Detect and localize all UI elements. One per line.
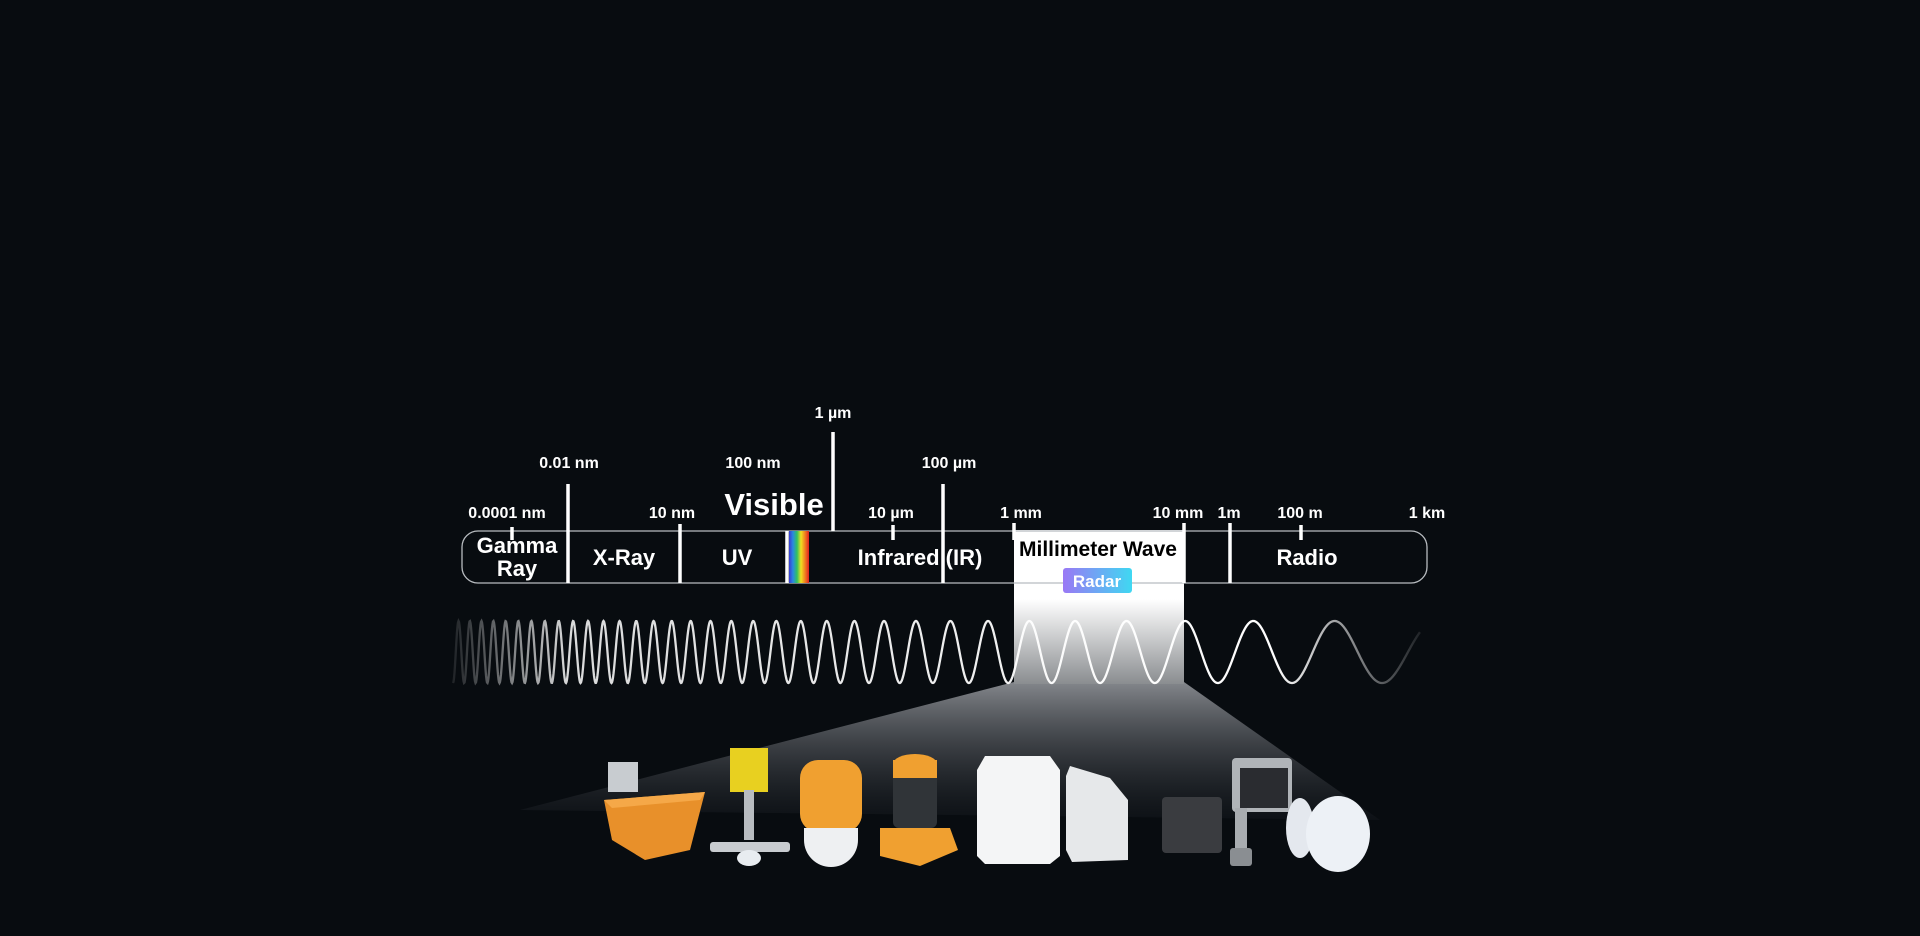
label-1mm: 1 mm bbox=[1000, 505, 1042, 522]
label-100nm: 100 nm bbox=[725, 455, 780, 472]
band-gamma-line1: Gamma bbox=[477, 533, 558, 558]
band-infrared: Infrared (IR) bbox=[858, 545, 983, 570]
product-cylinder-radar bbox=[880, 754, 958, 866]
wave-line bbox=[451, 618, 1421, 686]
product-hopper-radar bbox=[604, 762, 705, 860]
label-10mm: 10 mm bbox=[1153, 505, 1204, 522]
label-10nm: 10 nm bbox=[649, 505, 695, 522]
label-0.01nm: 0.01 nm bbox=[539, 455, 599, 472]
label-0.0001nm: 0.0001 nm bbox=[468, 505, 545, 522]
band-millimeter-wave: Millimeter Wave bbox=[1019, 538, 1177, 561]
visible-rainbow-strip bbox=[789, 531, 809, 583]
label-1km: 1 km bbox=[1409, 505, 1445, 522]
label-100m: 100 m bbox=[1277, 505, 1322, 522]
label-1m: 1m bbox=[1217, 505, 1240, 522]
label-100um: 100 µm bbox=[922, 455, 977, 472]
label-10um: 10 µm bbox=[868, 505, 914, 522]
radar-badge bbox=[1063, 568, 1132, 593]
product-dome-radar bbox=[800, 760, 862, 867]
product-pole-camera bbox=[1230, 758, 1292, 866]
product-round-radar bbox=[1286, 796, 1370, 872]
product-white-radar-box bbox=[977, 756, 1128, 864]
radar-badge-label: Radar bbox=[1073, 572, 1122, 591]
band-radio: Radio bbox=[1276, 545, 1337, 570]
band-visible: Visible bbox=[724, 487, 823, 522]
band-gamma-line2: Ray bbox=[497, 556, 538, 581]
band-xray: X-Ray bbox=[593, 545, 656, 570]
label-1um: 1 µm bbox=[815, 405, 852, 422]
product-level-sensor bbox=[710, 748, 790, 866]
band-uv: UV bbox=[722, 545, 753, 570]
product-dark-box-radar bbox=[1162, 797, 1222, 853]
